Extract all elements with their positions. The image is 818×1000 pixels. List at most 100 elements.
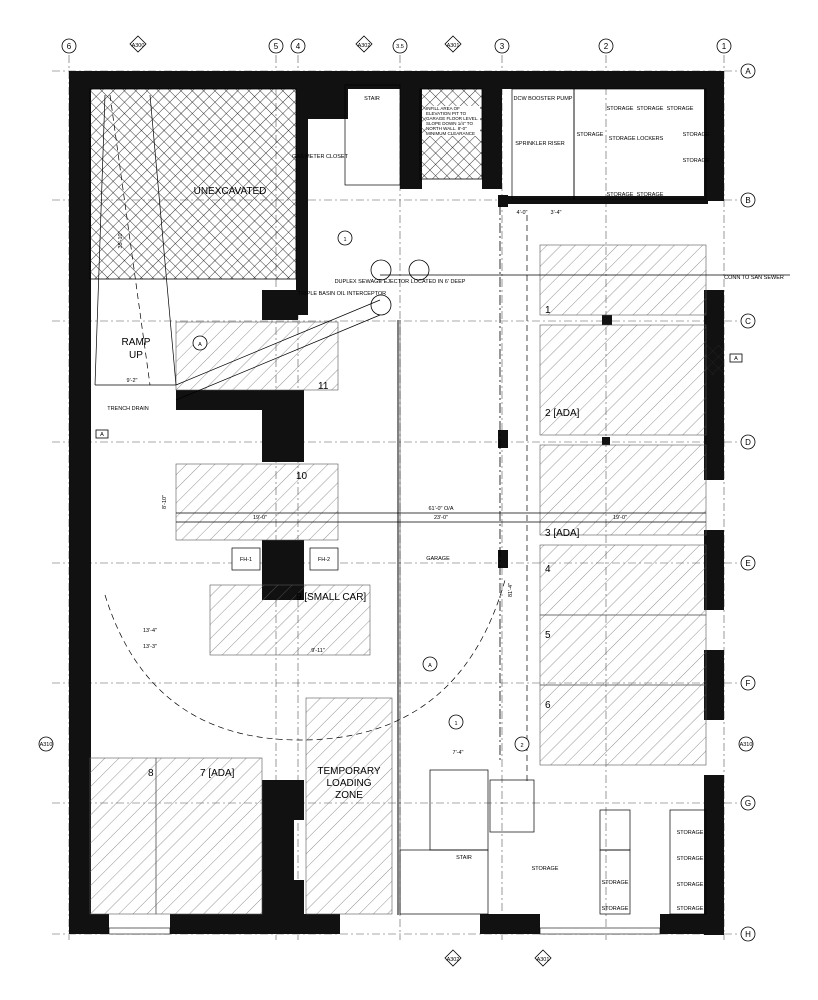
note-infill: INFILL AREA OF ELEVATION PIT TO GARAGE F… [426,106,480,136]
section-tag-a-interior-1: A [198,342,202,348]
room-temporary-loading-line3: ZONE [335,790,363,801]
grid-row-f: F [746,679,751,688]
parking-stalls [89,244,707,915]
note-triple-basin: TRIPLE BASIN OIL INTERCEPTOR [298,291,386,297]
section-tag-a302-bottom: A302 [447,957,460,963]
section-tag-a-right: A [734,356,738,362]
room-storage-13: STORAGE [602,880,629,886]
stall-2: 2 [ADA] [545,408,580,419]
grid-col-2: 2 [604,42,609,51]
grid-row-c: C [745,317,751,326]
stall-11: 11 [318,381,329,392]
grid-row-g: G [745,799,751,808]
section-markers-side: A310 A310 A A [38,353,754,752]
room-storage-10: STORAGE [677,856,704,862]
room-storage-15: STORAGE [532,866,559,872]
room-storage-9: STORAGE [677,830,704,836]
turning-path [104,579,506,741]
sewage-ejector [370,259,430,316]
dim-19-right: 19'-0" [613,515,627,521]
room-storage-7: STORAGE [607,192,634,198]
note-duplex-sewage-ejector: DUPLEX SEWAGE EJECTOR LOCATED IN 6' DEEP [335,279,466,285]
row-bubbles: A B C D E F G H [740,63,756,942]
grid-col-3-5: 3.5 [396,44,404,50]
utility-lines [176,205,790,915]
section-tag-a300-top: A300 [132,43,145,49]
room-storage-8: STORAGE [637,192,664,198]
room-storage-4: STORAGE [577,132,604,138]
exterior-walls [69,71,724,935]
room-storage-11: STORAGE [677,882,704,888]
section-tag-a302-top: A302 [358,43,371,49]
section-tag-2-interior: 2 [520,743,523,749]
note-trench-drain: TRENCH DRAIN [107,406,149,412]
room-ramp-up-line2: UP [129,350,143,361]
room-unexcavated: UNEXCAVATED [194,186,267,197]
grid-row-d: D [745,438,751,447]
dim-9-11: 9'-11" [311,648,325,654]
room-gas-meter-closet: GAS METER CLOSET [292,154,349,160]
dim-19-left: 19'-0" [253,515,267,521]
equipment-fh1: FH-1 [240,557,252,563]
room-dcw-booster-pump: DCW BOOSTER PUMP [514,96,573,102]
stall-8: 8 [148,768,154,779]
ramp [94,94,381,401]
grid-col-5: 5 [274,42,279,51]
dim-35-10: 35'-10" [118,231,124,248]
dim-7-4: 7'-4" [453,750,464,756]
grid-row-b: B [745,196,750,205]
room-storage-12: STORAGE [677,906,704,912]
section-tag-1-interior-2: 1 [454,721,457,727]
room-storage-3: STORAGE [667,106,694,112]
dim-81-4: 81'-4" [508,583,514,597]
section-markers-top: A300 A302 A301 [129,35,462,53]
grid-row-a: A [745,67,751,76]
dim-4-0: 4'-0" [517,210,528,216]
dim-23: 23'-0" [434,515,448,521]
stall-4: 4 [545,564,551,575]
grid-col-4: 4 [296,42,301,51]
stall-5: 5 [545,630,551,641]
stall-9: 9 [SMALL CAR] [296,592,366,603]
room-temporary-loading-line1: TEMPORARY [317,766,380,777]
grid-row-h: H [745,930,751,939]
stall-3: 3 [ADA] [545,528,580,539]
room-temporary-loading-line2: LOADING [326,778,371,789]
dim-overall: 61'-0" O/A [428,506,453,512]
section-tag-a-interior-2: A [428,663,432,669]
interior-section-markers: A 1 A 1 2 [192,230,530,752]
fire-hose-cabinets: FH-1 FH-2 [231,547,339,571]
stall-10: 10 [296,471,308,482]
stall-7: 7 [ADA] [200,768,235,779]
dim-13-3: 13'-3" [143,644,157,650]
dim-8-10: 8'-10" [162,495,168,509]
section-tag-a-left: A [100,432,104,438]
grid-col-1: 1 [722,42,727,51]
room-ramp-up-line1: RAMP [122,337,151,348]
note-to-san-sewer: CONN TO SAN SEWER [724,275,784,281]
section-markers-bottom: A302 A301 [444,949,552,967]
column-bubbles: 6 5 4 3.5 3 2 1 [61,38,732,54]
grid-row-e: E [745,559,750,568]
interior-walls [89,85,708,934]
room-storage-lockers: STORAGE LOCKERS [609,136,664,142]
stall-6: 6 [545,700,551,711]
room-storage-14: STORAGE [602,906,629,912]
room-garage: GARAGE [426,556,450,562]
room-storage-5: STORAGE [683,132,710,138]
room-storage-6: STORAGE [683,158,710,164]
section-tag-a310-right: A310 [740,742,753,748]
grid-col-6: 6 [67,42,72,51]
dim-3-4: 3'-4" [551,210,562,216]
room-stair-2: STAIR [456,855,472,861]
room-sprinkler-riser: SPRINKLER RISER [515,141,565,147]
grid-col-3: 3 [500,42,505,51]
dim-9-2: 9'-2" [127,378,138,384]
dim-13-4: 13'-4" [143,628,157,634]
room-outlines [344,84,707,915]
stall-1: 1 [545,305,551,316]
room-stair: STAIR [364,96,380,102]
equipment-fh2: FH-2 [318,557,330,563]
room-storage-1: STORAGE [607,106,634,112]
